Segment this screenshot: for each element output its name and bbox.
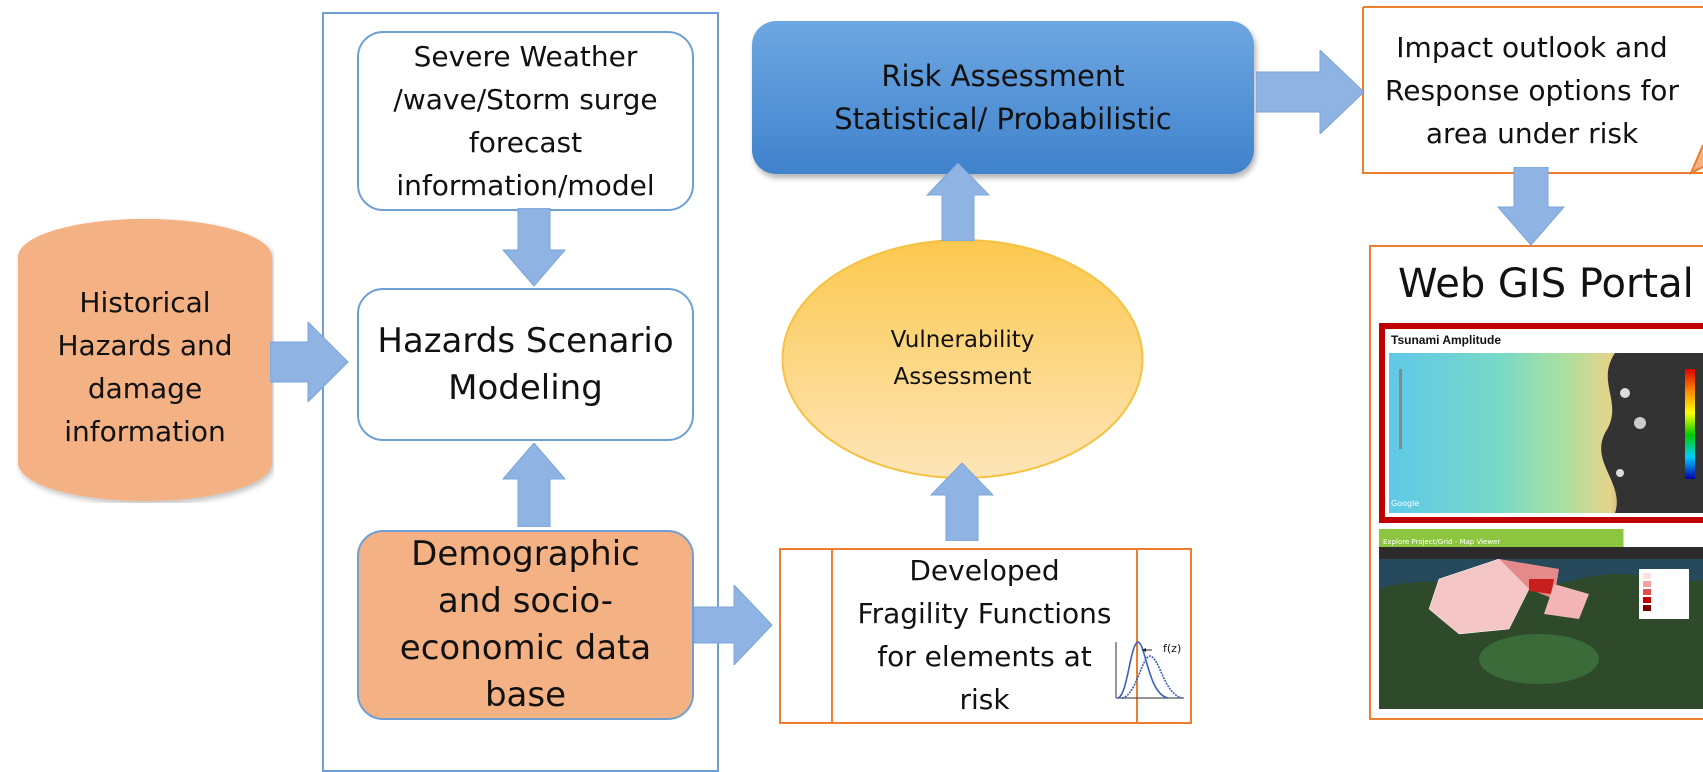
map-google-watermark: Google: [1391, 499, 1420, 508]
demographic-box: Demographic and socio- economic data bas…: [357, 530, 694, 720]
fragility-box: Developed Fragility Functions for elemen…: [779, 548, 1192, 724]
risk-map-toolbar: [1379, 547, 1703, 559]
arrow-historical-to-hazards: [270, 322, 349, 402]
tsunami-map-screenshot[interactable]: Tsunami Amplitude Google: [1379, 323, 1703, 523]
forecast-box: Severe Weather /wave/Storm surge forecas…: [357, 31, 694, 211]
portal-title: Web GIS Portal: [1398, 261, 1694, 307]
impact-callout: Impact outlook and Response options for …: [1361, 5, 1703, 175]
coast-shape: [1601, 353, 1703, 513]
hazards-scenario-box: Hazards Scenario Modeling: [357, 288, 694, 441]
fragility-right-divider: [1136, 550, 1138, 722]
historical-label: Historical Hazards and damage informatio…: [57, 286, 233, 448]
fragility-curve-label: f(z): [1163, 642, 1182, 655]
risk-map-canvas: [1379, 559, 1703, 709]
vulnerability-label: Vulnerability Assessment: [890, 327, 1035, 390]
fragility-label: Developed Fragility Functions for elemen…: [857, 554, 1112, 716]
hazards-label: Hazards Scenario Modeling: [377, 320, 674, 408]
fragility-left-divider: [831, 550, 833, 722]
color-scale-legend: [1685, 369, 1695, 479]
arrow-demographic-to-hazards: [502, 443, 566, 527]
fragility-curve-icon: [1115, 641, 1184, 699]
historical-data-cylinder: Historical Hazards and damage informatio…: [16, 217, 274, 503]
impact-label: Impact outlook and Response options for …: [1385, 30, 1679, 150]
risk-label: Risk Assessment Statistical/ Probabilist…: [834, 58, 1172, 136]
risk-map-screenshot[interactable]: Explore Project/Grid - Map Viewer: [1379, 529, 1703, 709]
risk-map-header-text: Explore Project/Grid - Map Viewer: [1383, 538, 1501, 546]
map-zoom-slider[interactable]: [1399, 369, 1402, 449]
demographic-label: Demographic and socio- economic data bas…: [399, 534, 652, 715]
arrow-forecast-to-hazards: [502, 208, 566, 287]
arrow-fragility-to-vulnerability: [930, 463, 994, 541]
arrow-impact-to-portal: [1497, 167, 1565, 246]
forecast-label: Severe Weather /wave/Storm surge forecas…: [393, 40, 658, 202]
risk-assessment-box: Risk Assessment Statistical/ Probabilist…: [752, 21, 1254, 174]
web-gis-portal-panel: Web GIS Portal Tsunami Amplitude Google …: [1369, 245, 1703, 720]
tsunami-map-title: Tsunami Amplitude: [1391, 333, 1502, 347]
arrow-demographic-to-fragility: [694, 585, 773, 665]
arrow-risk-to-impact: [1256, 50, 1365, 134]
arrow-vulnerability-to-risk: [926, 163, 990, 241]
risk-map-header: Explore Project/Grid - Map Viewer: [1379, 529, 1703, 547]
vulnerability-ellipse: Vulnerability Assessment: [780, 237, 1145, 481]
